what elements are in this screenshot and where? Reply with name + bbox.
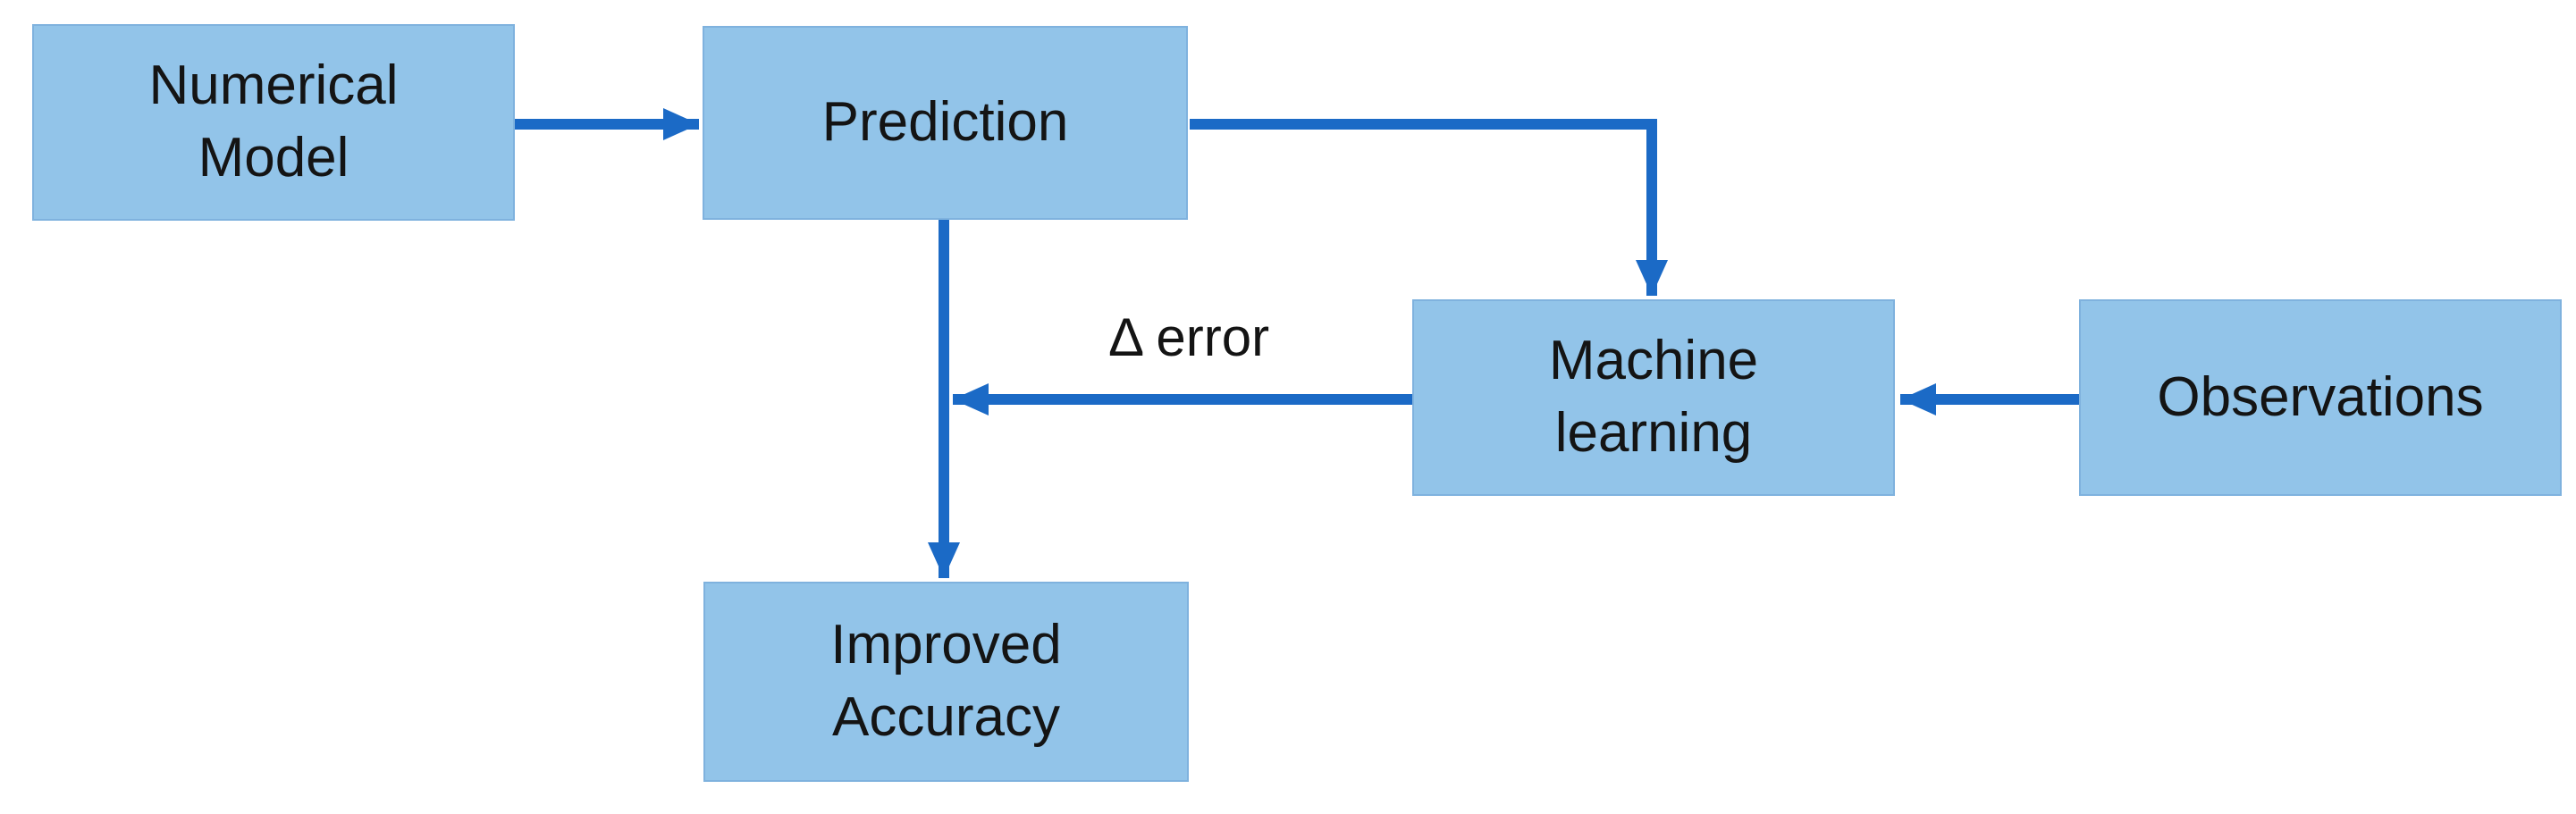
node-improved-accuracy: Improved Accuracy: [703, 582, 1189, 782]
delta-error-label: Δ error: [1107, 307, 1270, 367]
node-machine-learning-label-line2: learning: [1554, 402, 1753, 464]
node-observations: Observations: [2079, 299, 2562, 496]
node-numerical-model-label-line1: Numerical: [148, 55, 399, 117]
node-observations-label: Observations: [2157, 365, 2484, 428]
arrow-prediction-to-machine-learning: [1190, 119, 1668, 296]
node-improved-accuracy-label-line1: Improved: [830, 614, 1062, 676]
node-machine-learning-label-line1: Machine: [1548, 330, 1759, 392]
node-prediction: Prediction: [703, 26, 1188, 220]
node-machine-learning: Machine learning: [1412, 299, 1895, 496]
node-prediction-label: Prediction: [821, 91, 1069, 154]
node-numerical-model: Numerical Model: [32, 24, 515, 221]
node-improved-accuracy-label-line2: Accuracy: [832, 686, 1060, 748]
node-numerical-model-label-line2: Model: [198, 127, 349, 189]
